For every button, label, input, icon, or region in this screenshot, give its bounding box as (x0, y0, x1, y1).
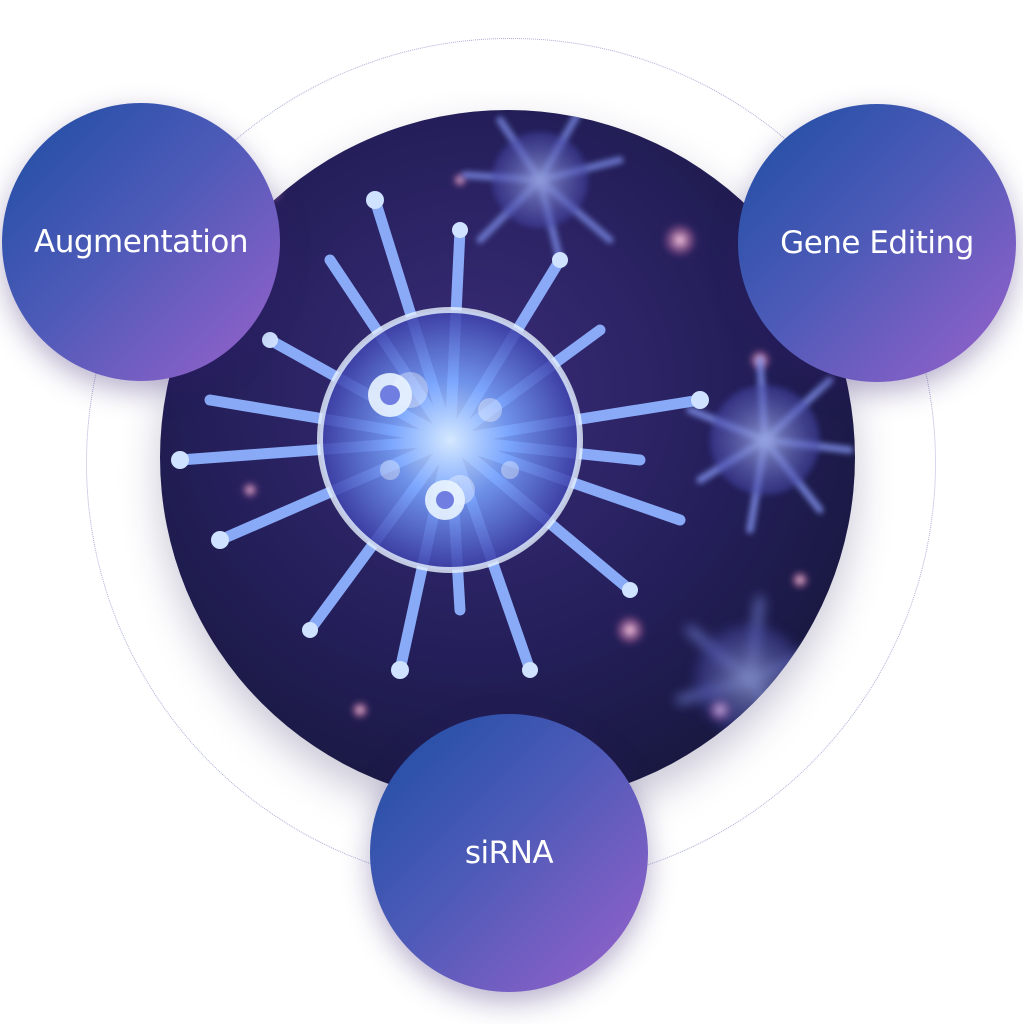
augmentation-label: Augmentation (34, 224, 248, 260)
sirna-label: siRNA (464, 835, 554, 871)
virus-hero-image (160, 110, 855, 805)
augmentation-node[interactable]: Augmentation (2, 103, 280, 381)
gene-editing-label: Gene Editing (780, 225, 974, 261)
sirna-node[interactable]: siRNA (370, 714, 648, 992)
gene-editing-node[interactable]: Gene Editing (738, 104, 1016, 382)
virus-illustration (160, 110, 855, 805)
